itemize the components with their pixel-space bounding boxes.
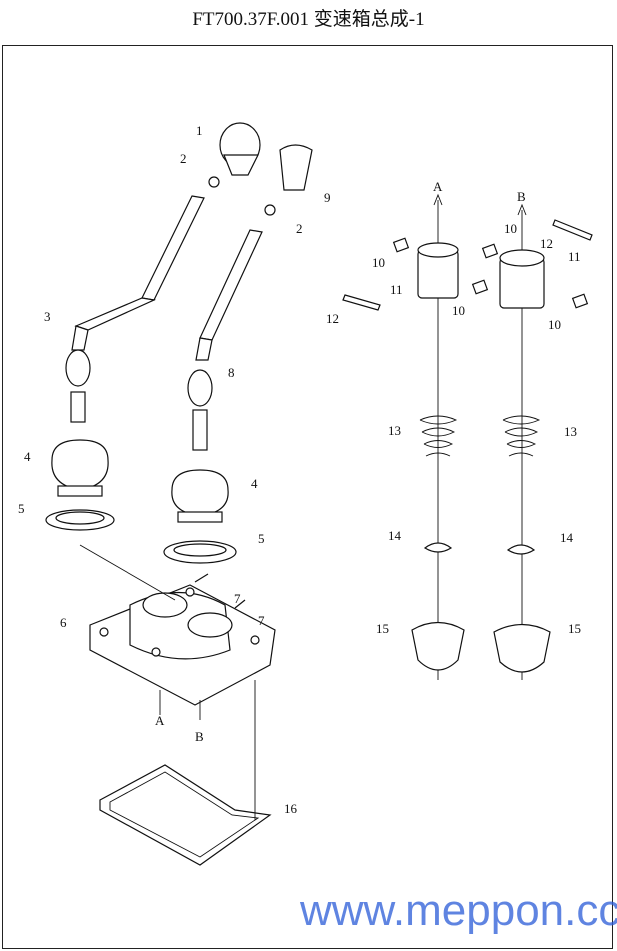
shift-lever-left [45, 122, 261, 531]
drawing-frame [2, 45, 613, 949]
callout: 8 [228, 365, 235, 380]
callout: 7 [234, 591, 241, 606]
callout: 4 [24, 449, 31, 464]
callout: 13 [388, 423, 401, 438]
callout: 7 [258, 613, 265, 628]
callout: 11 [390, 282, 403, 297]
callout: A [155, 713, 165, 728]
callout: A [433, 179, 443, 194]
gasket [99, 764, 272, 866]
callout-labels: 1 2 9 2 3 8 4 4 5 5 7 7 6 A B 16 A B 10 … [18, 123, 581, 816]
callout: 15 [376, 621, 389, 636]
callout: 13 [564, 424, 577, 439]
callout: 14 [560, 530, 574, 545]
callout: 10 [452, 303, 465, 318]
drawing-title: FT700.37F.001 变速箱总成-1 [192, 9, 425, 30]
callout: 10 [504, 221, 517, 236]
shifter-housing [89, 573, 276, 720]
watermark: www.meppon.cc [299, 886, 617, 935]
callout: 5 [18, 501, 25, 516]
callout: 5 [258, 531, 265, 546]
callout: 14 [388, 528, 402, 543]
callout: B [517, 189, 526, 204]
detent-assembly-b [481, 203, 593, 680]
callout: 12 [326, 311, 339, 326]
callout: 10 [372, 255, 385, 270]
callout: 2 [296, 221, 303, 236]
detent-assembly-a [342, 193, 489, 680]
shift-lever-right [163, 144, 313, 564]
callout: 12 [540, 236, 553, 251]
callout: 6 [60, 615, 67, 630]
callout: 9 [324, 190, 331, 205]
callout: 1 [196, 123, 203, 138]
callout: 15 [568, 621, 581, 636]
callout: B [195, 729, 204, 744]
callout: 16 [284, 801, 298, 816]
callout: 11 [568, 249, 581, 264]
callout: 2 [180, 151, 187, 166]
callout: 4 [251, 476, 258, 491]
callout: 3 [44, 309, 51, 324]
callout: 10 [548, 317, 561, 332]
